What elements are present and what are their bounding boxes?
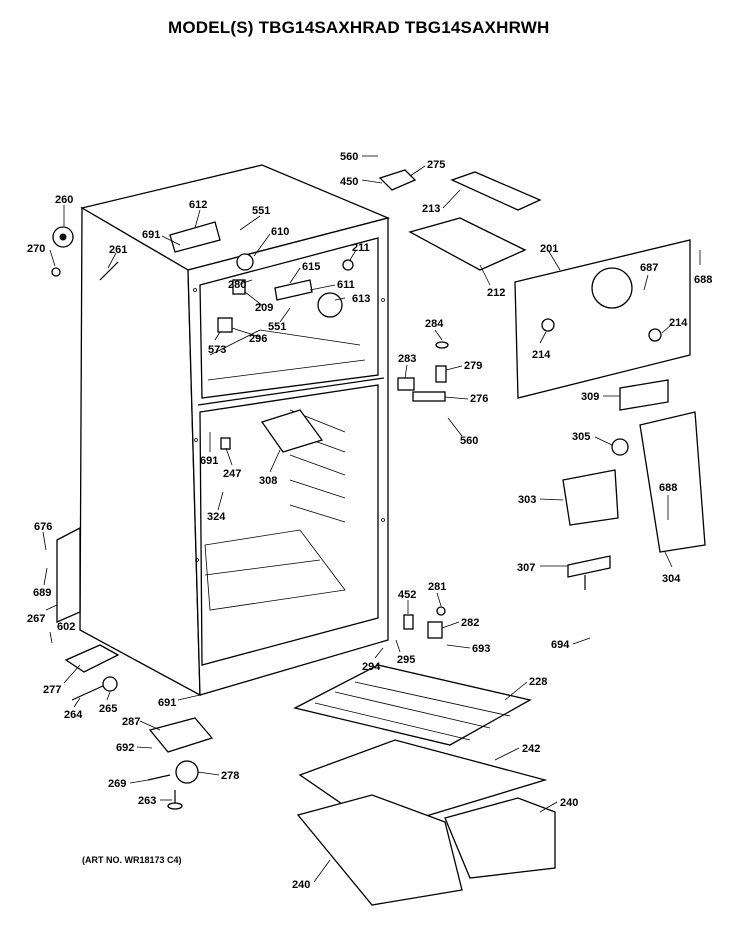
- part-label: 304: [662, 573, 681, 585]
- part-label: 282: [461, 617, 479, 629]
- part-label: 214: [532, 349, 551, 361]
- part-label: 263: [138, 795, 156, 807]
- part-label: 693: [472, 643, 490, 655]
- part-label: 615: [302, 261, 320, 273]
- part-label: 692: [116, 742, 134, 754]
- part-label: 247: [223, 468, 241, 480]
- part-label: 211: [352, 242, 370, 254]
- part-label: 279: [464, 360, 482, 372]
- part-label: 324: [207, 511, 226, 523]
- part-label: 691: [200, 455, 218, 467]
- part-label: 305: [572, 431, 590, 443]
- diagram-title: MODEL(S) TBG14SAXHRAD TBG14SAXHRWH: [168, 18, 550, 37]
- cabinet: [79, 164, 391, 697]
- part-label: 613: [352, 293, 370, 305]
- part-label: 269: [108, 778, 126, 790]
- part-label: 307: [517, 562, 535, 574]
- part-label: 611: [337, 279, 355, 291]
- part-label: 676: [34, 521, 52, 533]
- part-label: 213: [422, 203, 440, 215]
- part-label: 687: [640, 262, 658, 274]
- callout-lines: [42, 155, 701, 883]
- part-label: 265: [99, 703, 117, 715]
- part-label: 560: [340, 151, 358, 163]
- part-label: 612: [189, 199, 207, 211]
- part-label: 284: [425, 318, 444, 330]
- part-label: 260: [55, 194, 73, 206]
- part-label: 602: [57, 621, 75, 633]
- part-label: 214: [669, 317, 688, 329]
- part-label: 278: [221, 770, 239, 782]
- part-label: 209: [255, 302, 273, 314]
- part-label: 242: [522, 743, 540, 755]
- part-label: 308: [259, 475, 277, 487]
- part-label: 689: [33, 587, 51, 599]
- part-label: 551: [252, 205, 270, 217]
- part-label: 264: [64, 709, 83, 721]
- part-label: 287: [122, 716, 140, 728]
- part-label: 610: [271, 226, 289, 238]
- part-label: 201: [540, 243, 558, 255]
- part-label: 261: [109, 244, 127, 256]
- parts-artwork: [51, 169, 706, 906]
- part-label: 281: [428, 581, 446, 593]
- part-label: 294: [362, 661, 381, 673]
- art-number: (ART NO. WR18173 C4): [82, 855, 182, 865]
- part-labels: 560 275 450 213 260 270 612 551 691 610 …: [27, 151, 712, 891]
- part-label: 309: [581, 391, 599, 403]
- part-label: 691: [158, 697, 176, 709]
- part-label: 688: [694, 274, 712, 286]
- part-label: 280: [228, 279, 246, 291]
- part-label: 452: [398, 589, 416, 601]
- part-label: 295: [397, 654, 415, 666]
- part-label: 270: [27, 243, 45, 255]
- part-label: 212: [487, 287, 505, 299]
- part-label: 694: [551, 639, 570, 651]
- part-label: 277: [43, 684, 61, 696]
- part-label: 303: [518, 494, 536, 506]
- part-label: 228: [529, 676, 547, 688]
- part-label: 560: [460, 435, 478, 447]
- part-label: 240: [292, 879, 310, 891]
- part-label: 688: [659, 482, 677, 494]
- part-label: 283: [398, 353, 416, 365]
- part-label: 450: [340, 176, 358, 188]
- part-label: 296: [249, 333, 267, 345]
- part-label: 551: [268, 321, 286, 333]
- part-label: 573: [208, 344, 226, 356]
- part-label: 691: [142, 229, 160, 241]
- part-label: 240: [560, 797, 578, 809]
- part-label: 275: [427, 159, 445, 171]
- part-label: 276: [470, 393, 488, 405]
- part-label: 267: [27, 613, 45, 625]
